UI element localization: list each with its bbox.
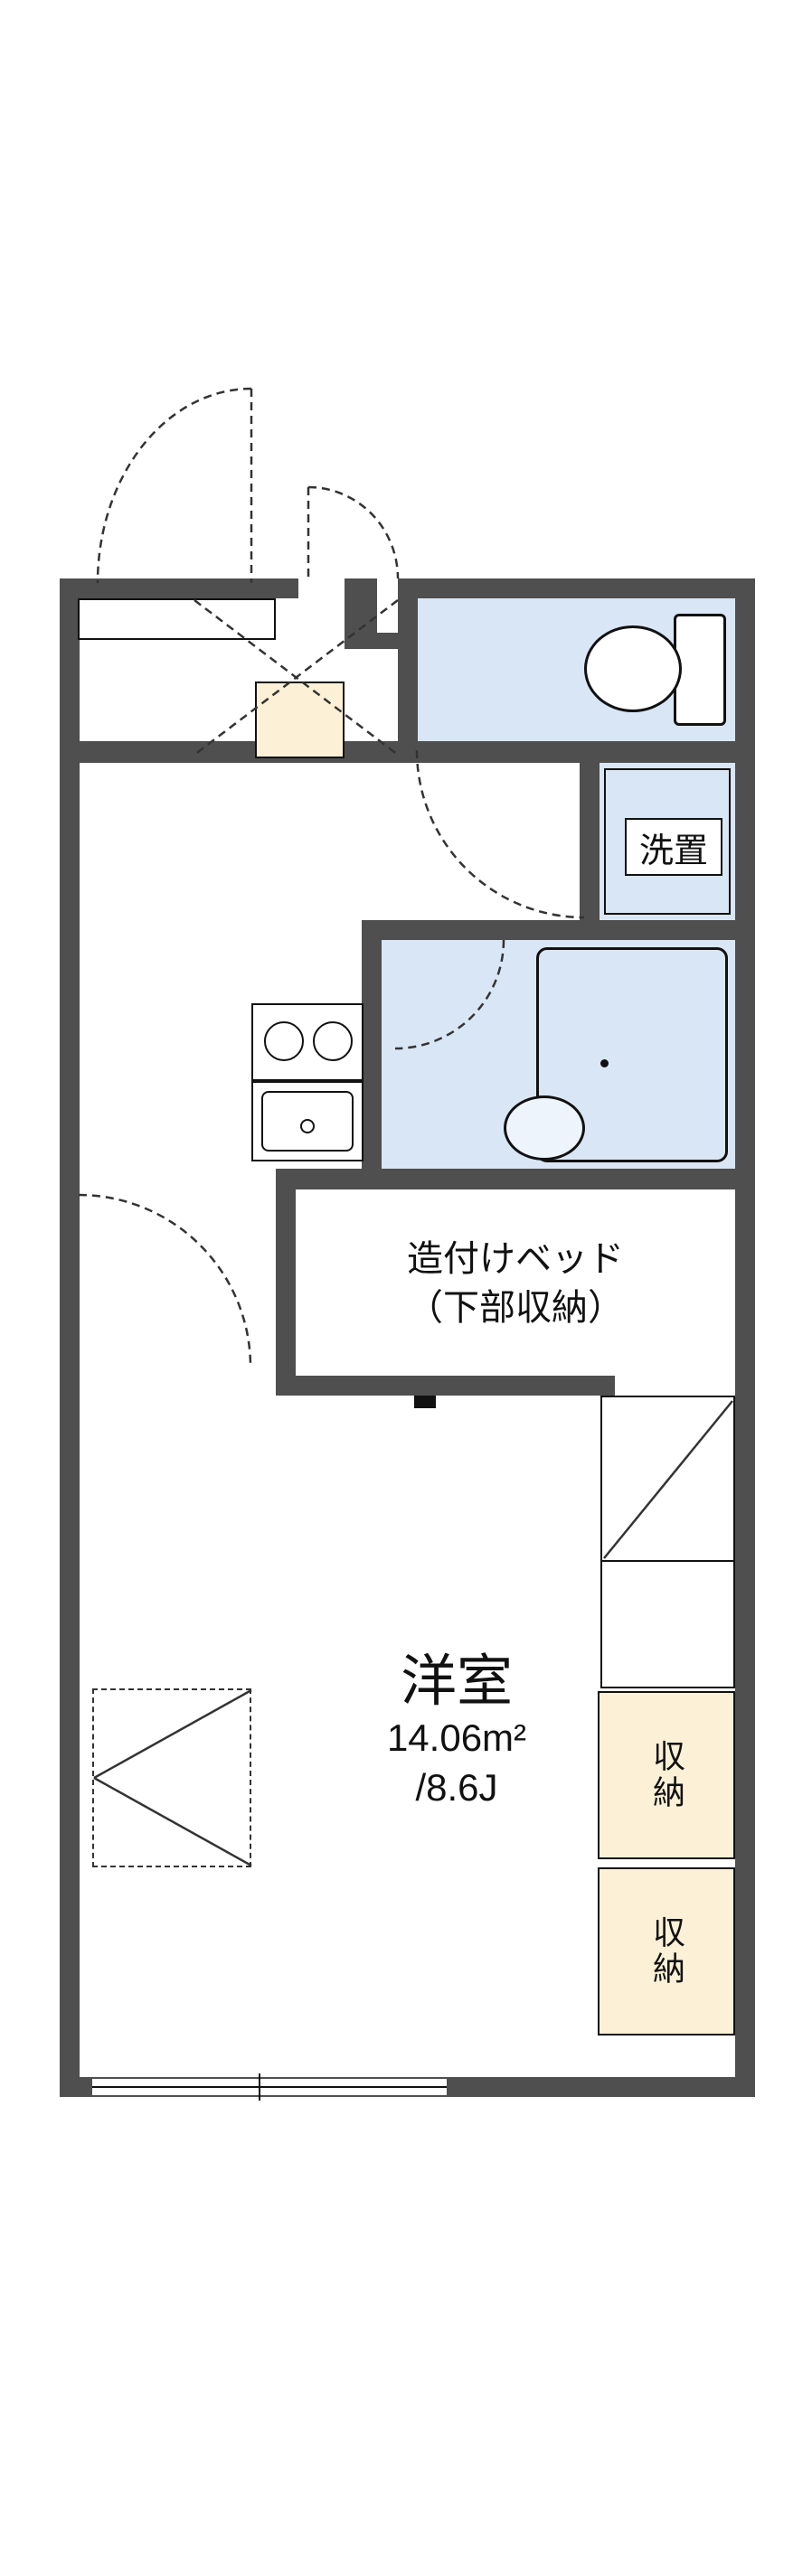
outer-wall-left (60, 578, 80, 2097)
stove-burner-left-icon (264, 1021, 304, 1061)
built-in-bed-label-line1: 造付けベッド (407, 1239, 624, 1279)
stove-unit (251, 1003, 364, 1081)
shoe-cabinet (255, 682, 345, 758)
entry-inner-door-arc (307, 485, 400, 579)
refrigerator-space-divider (600, 1560, 735, 1562)
bottom-window-centerline (92, 2086, 447, 2088)
kitchen-sink-basin (261, 1091, 354, 1152)
stove-burner-right-icon (313, 1021, 353, 1061)
entry-toilet-divider-wall (398, 578, 418, 763)
built-in-bed-label: 造付けベッド （下部収納） (296, 1211, 735, 1356)
bath-washbowl-icon (504, 1095, 585, 1161)
bedroom-bottom-wall (276, 1376, 615, 1396)
entry-step (78, 598, 276, 640)
bathroom-top-wall (362, 920, 755, 940)
entrance-door-arc (96, 387, 252, 584)
storage-closet-bottom: 収納 (598, 1867, 735, 2035)
bath-drain-dot (600, 1059, 609, 1067)
outer-wall-top-right (401, 578, 755, 598)
laundry-pan (604, 768, 731, 915)
bedroom-door-stop (414, 1396, 436, 1408)
storage-closet-top: 収納 (598, 1691, 735, 1859)
western-room-label: 洋室 (400, 1650, 513, 1713)
washroom-door-arc (415, 749, 585, 919)
room-door-arc (78, 1193, 252, 1368)
storage-bottom-label: 収納 (648, 1915, 685, 1988)
laundry-label: 洗置 (638, 832, 708, 870)
entry-door-stub-horizontal (345, 633, 401, 649)
dashed-furniture-box (92, 1688, 251, 1867)
storage-top-label: 収納 (648, 1739, 685, 1811)
outer-wall-top-left (60, 578, 298, 598)
kitchen-sink-drain (300, 1119, 315, 1133)
western-room-area-jo: /8.6J (415, 1765, 498, 1809)
toilet-tank-icon (674, 614, 726, 726)
bottom-window-tick (259, 2073, 260, 2101)
bathroom-left-wall (362, 920, 382, 1189)
bedroom-top-wall (276, 1169, 755, 1189)
western-room-label-block: 洋室 14.06m² /8.6J (231, 1631, 683, 1830)
western-room-area-m2: 14.06m² (386, 1716, 527, 1760)
laundry-label-box: 洗置 (625, 818, 722, 876)
built-in-bed-label-line2: （下部収納） (407, 1288, 624, 1328)
outer-wall-right (735, 578, 755, 2097)
bedroom-left-wall (276, 1169, 296, 1396)
toilet-bowl-icon (584, 625, 682, 712)
laundry-left-wall (580, 763, 600, 940)
refrigerator-space (600, 1396, 735, 1688)
upper-cross-wall (60, 741, 755, 763)
